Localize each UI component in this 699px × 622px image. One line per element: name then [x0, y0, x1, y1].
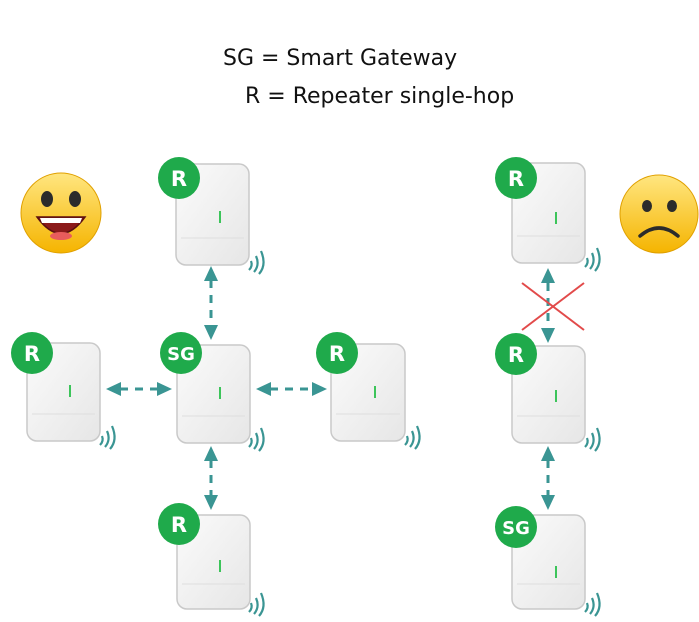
node-badge-left-center: SG [160, 332, 202, 374]
sad-face-icon [619, 174, 699, 254]
svg-text:SG: SG [502, 518, 530, 539]
node-badge-right-bottom: SG [495, 506, 537, 548]
svg-text:R: R [329, 342, 345, 366]
left-network [20, 163, 421, 617]
blocked-link-cross-icon [521, 282, 585, 331]
legend-smart-gateway: SG = Smart Gateway [223, 46, 458, 71]
svg-text:R: R [24, 342, 40, 366]
svg-text:R: R [508, 167, 524, 191]
node-badge-right-middle: R [495, 333, 537, 375]
device-center [176, 344, 265, 452]
wifi-signal-icon [584, 592, 601, 617]
left-links [120, 280, 313, 498]
node-badge-right-top: R [495, 157, 537, 199]
wifi-signal-icon [584, 247, 601, 272]
node-badge-left-bottom: R [158, 503, 200, 545]
wifi-signal-icon [248, 250, 265, 275]
node-badge-left-right: R [316, 332, 358, 374]
wifi-signal-icon [248, 592, 265, 617]
device-middle [511, 345, 601, 452]
left-arrowheads [106, 266, 327, 510]
wifi-signal-icon [99, 425, 116, 450]
legend-repeater: R = Repeater single-hop [245, 84, 515, 109]
node-badge-left-top: R [158, 157, 200, 199]
svg-text:R: R [171, 513, 187, 537]
legend: SG = Smart Gateway R = Repeater single-h… [0, 0, 699, 130]
wifi-signal-icon [248, 427, 265, 452]
right-network [511, 162, 699, 617]
right-arrowheads [541, 268, 555, 510]
svg-text:R: R [171, 167, 187, 191]
wifi-signal-icon [584, 427, 601, 452]
node-badge-left-left: R [11, 332, 53, 374]
svg-text:R: R [508, 343, 524, 367]
wifi-signal-icon [404, 425, 421, 450]
svg-text:SG: SG [167, 344, 195, 365]
happy-face-icon [20, 172, 102, 254]
device-bottom [176, 514, 265, 617]
